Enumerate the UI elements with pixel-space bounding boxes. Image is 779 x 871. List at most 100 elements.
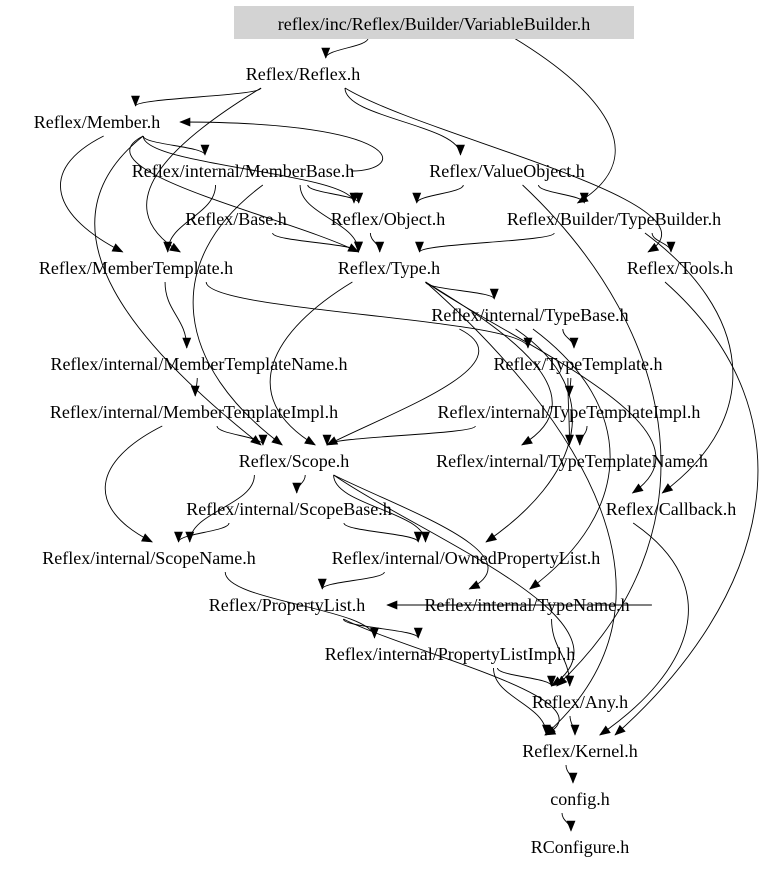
edge-memberbase-to-membertemplate	[163, 184, 216, 253]
edge-member-to-type	[129, 135, 360, 253]
node-typetemplateimpl[interactable]: Reflex/internal/TypeTemplateImpl.h	[413, 398, 725, 424]
node-membertemplatename[interactable]: Reflex/internal/MemberTemplateName.h	[21, 350, 377, 376]
edge-line	[343, 522, 419, 543]
edge-root-to-reflex	[321, 37, 369, 59]
node-type[interactable]: Reflex/Type.h	[328, 254, 450, 280]
arrowhead-icon	[413, 531, 423, 543]
node-label: Reflex/PropertyList.h	[209, 595, 365, 615]
arrowhead-icon	[421, 531, 430, 543]
edge-callback-to-kernel	[599, 522, 689, 736]
node-label: Reflex/Scope.h	[239, 451, 349, 471]
node-valueobject[interactable]: Reflex/ValueObject.h	[412, 157, 602, 183]
node-base[interactable]: Reflex/Base.h	[175, 205, 297, 231]
node-label: Reflex/ValueObject.h	[429, 161, 584, 181]
node-membertemplateimpl[interactable]: Reflex/internal/MemberTemplateImpl.h	[22, 398, 366, 424]
edge-line	[538, 184, 585, 204]
node-layer: reflex/inc/Reflex/Builder/VariableBuilde…	[19, 6, 748, 859]
node-memberbase[interactable]: Reflex/internal/MemberBase.h	[108, 157, 378, 183]
arrowhead-icon	[321, 47, 331, 59]
arrowhead-icon	[565, 434, 574, 446]
node-propertylist[interactable]: Reflex/PropertyList.h	[193, 591, 381, 617]
node-label: Reflex/Reflex.h	[246, 64, 360, 84]
edge-line	[325, 37, 369, 59]
node-config[interactable]: config.h	[544, 785, 616, 811]
edge-line	[60, 135, 123, 253]
arrowhead-icon	[375, 241, 385, 253]
edge-line	[321, 571, 385, 590]
edge-memberbase-to-member	[179, 117, 384, 172]
arrowhead-icon	[304, 435, 316, 446]
node-root[interactable]: reflex/inc/Reflex/Builder/VariableBuilde…	[234, 6, 634, 39]
edge-kernel-to-config	[565, 764, 578, 784]
node-label: Reflex/internal/OwnedPropertyList.h	[332, 548, 600, 568]
edge-line	[224, 571, 375, 639]
node-membertemplate[interactable]: Reflex/MemberTemplate.h	[19, 254, 253, 280]
node-label: Reflex/Member.h	[34, 112, 160, 132]
edge-valueobject-to-object	[412, 184, 464, 204]
edge-valueobject-to-typebuilder	[538, 184, 589, 204]
node-object[interactable]: Reflex/Object.h	[320, 205, 456, 231]
node-typetemplate[interactable]: Reflex/TypeTemplate.h	[478, 350, 678, 376]
edge-line	[216, 425, 264, 446]
node-typebase[interactable]: Reflex/internal/TypeBase.h	[412, 301, 648, 327]
edge-line	[178, 522, 230, 543]
edge-line	[343, 618, 560, 736]
arrowhead-icon	[542, 724, 551, 736]
node-label: Reflex/internal/MemberTemplateName.h	[50, 354, 347, 374]
node-label: Reflex/Any.h	[532, 692, 628, 712]
node-typename[interactable]: Reflex/internal/TypeName.h	[406, 591, 648, 617]
arrowhead-icon	[413, 627, 423, 639]
node-scopebase[interactable]: Reflex/internal/ScopeBase.h	[166, 495, 412, 521]
node-typetemplatename[interactable]: Reflex/internal/TypeTemplateName.h	[409, 447, 735, 473]
edge-ownedpropertylist-to-propertylist	[317, 571, 385, 590]
arrowhead-icon	[661, 483, 674, 494]
arrowhead-icon	[565, 675, 575, 687]
node-member[interactable]: Reflex/Member.h	[20, 108, 174, 134]
node-label: Reflex/internal/MemberTemplateImpl.h	[50, 402, 338, 422]
edge-member-to-memberbase	[142, 135, 210, 156]
edge-membertemplatename-to-membertemplateimpl	[190, 377, 200, 397]
edge-propertylistimpl-to-kernel	[493, 667, 551, 736]
edge-typebuilder-to-tools	[651, 232, 676, 253]
arrowhead-icon	[131, 95, 140, 107]
node-scopename[interactable]: Reflex/internal/ScopeName.h	[22, 544, 276, 570]
edge-line	[192, 184, 283, 446]
edge-typebase-to-typename	[529, 328, 611, 590]
node-reflex[interactable]: Reflex/Reflex.h	[233, 60, 373, 86]
arrowhead-icon	[174, 531, 183, 543]
node-label: Reflex/internal/TypeName.h	[424, 595, 629, 615]
node-tools[interactable]: Reflex/Tools.h	[616, 254, 744, 280]
node-propertylistimpl[interactable]: Reflex/internal/PropertyListImpl.h	[299, 640, 601, 666]
node-any[interactable]: Reflex/Any.h	[523, 688, 637, 714]
edge-line	[146, 87, 262, 253]
node-typebuilder[interactable]: Reflex/Builder/TypeBuilder.h	[484, 205, 744, 231]
arrowhead-icon	[354, 241, 363, 253]
node-scope[interactable]: Reflex/Scope.h	[228, 447, 360, 473]
node-rconfigure[interactable]: RConfigure.h	[522, 833, 638, 859]
edge-line	[599, 522, 689, 736]
edge-scope-to-scopebase	[292, 474, 306, 494]
edge-line	[269, 281, 353, 446]
edge-line	[419, 232, 555, 253]
edge-line	[644, 232, 734, 494]
arrowhead-icon	[250, 435, 262, 446]
node-label: Reflex/internal/TypeBase.h	[431, 305, 628, 325]
arrowhead-icon	[614, 724, 626, 736]
arrowhead-icon	[317, 578, 327, 590]
edge-line	[497, 667, 552, 687]
node-ownedpropertylist[interactable]: Reflex/internal/OwnedPropertyList.h	[304, 544, 628, 570]
edge-line	[529, 328, 611, 590]
node-label: Reflex/Callback.h	[606, 499, 736, 519]
arrowhead-icon	[579, 192, 589, 204]
edge-type-to-scope	[269, 281, 353, 446]
node-label: Reflex/internal/ScopeBase.h	[186, 499, 391, 519]
arrowhead-icon	[200, 144, 210, 156]
edge-line	[94, 135, 262, 446]
edge-memberbase-to-scope	[192, 184, 283, 446]
edge-type-to-callback	[425, 281, 657, 494]
node-kernel[interactable]: Reflex/Kernel.h	[510, 737, 650, 763]
node-label: Reflex/internal/PropertyListImpl.h	[325, 644, 575, 664]
arrowhead-icon	[386, 600, 398, 610]
edge-line	[522, 184, 662, 687]
node-callback[interactable]: Reflex/Callback.h	[594, 495, 748, 521]
